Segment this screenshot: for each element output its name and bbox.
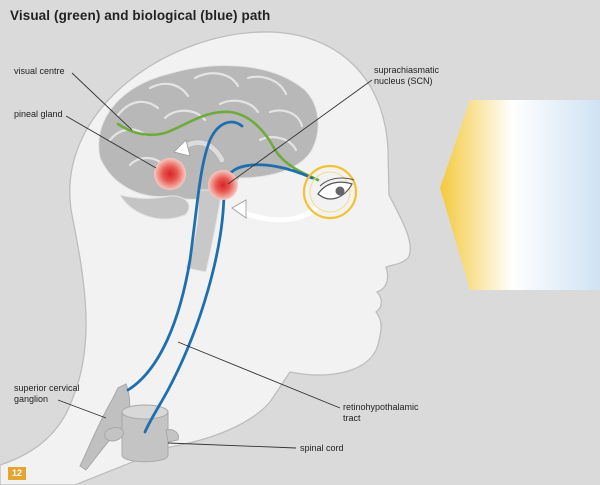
label-spinal-cord: spinal cord — [300, 443, 344, 453]
scn — [208, 170, 238, 200]
eye-ring-inner — [309, 171, 351, 213]
label-superior-cervical-ganglion: superior cervical ganglion — [14, 383, 80, 404]
page-number: 12 — [8, 467, 26, 480]
label-scn: suprachiasmatic nucleus (SCN) — [374, 65, 440, 86]
label-visual-centre: visual centre — [14, 66, 65, 76]
cerebellum — [118, 194, 190, 220]
leader-lines — [57, 72, 373, 449]
light-source-icon — [440, 100, 600, 290]
arrow-head-upper — [173, 139, 191, 157]
eye-ring — [302, 164, 358, 220]
pineal-gland — [154, 158, 186, 190]
visual-path-green — [116, 110, 320, 182]
eye-icon — [317, 177, 355, 200]
diagram-title: Visual (green) and biological (blue) pat… — [10, 8, 271, 23]
signal-arrow-lower — [239, 205, 319, 223]
superior-cervical-ganglion — [79, 383, 131, 471]
label-retinohypothalamic-tract: retinohypothalamic tract — [343, 402, 419, 423]
brainstem — [185, 189, 223, 273]
label-pineal-gland: pineal gland — [14, 109, 63, 119]
arrow-head-lower — [231, 199, 247, 219]
